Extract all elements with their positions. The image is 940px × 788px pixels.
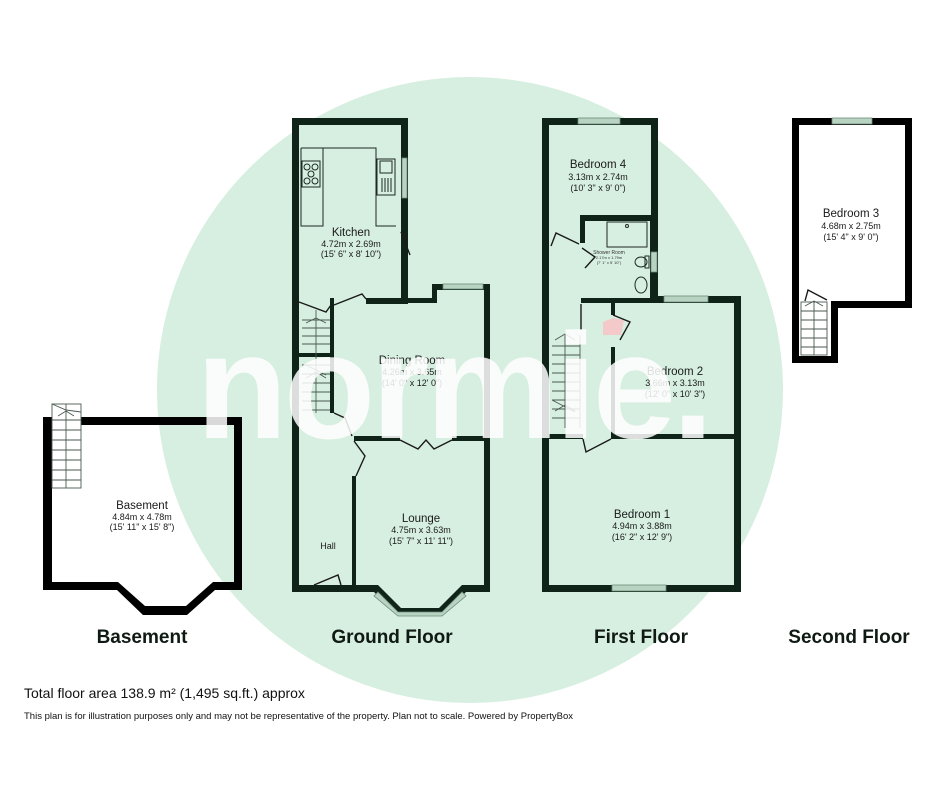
kitchen-window [401, 157, 408, 199]
room-dims-shower-room-imperial: (7' 1" x 5' 10") [597, 260, 622, 265]
ground-floor-doors [298, 231, 453, 586]
highlight-marker [603, 318, 624, 335]
room-dims-bedroom-1-metric: 4.94m x 3.88m [612, 521, 672, 531]
room-dims-bedroom-4-imperial: (10' 3" x 9' 0") [570, 183, 625, 193]
second-floor-plan: Bedroom 3 4.68m x 2.75m (15' 4" x 9' 0") [792, 117, 912, 363]
ground-floor-stairs [302, 310, 330, 413]
room-dims-shower-room-metric: 2.17m x 1.79m [596, 255, 623, 260]
room-dims-bedroom-3-imperial: (15' 4" x 9' 0") [823, 232, 878, 242]
total-floor-area: Total floor area 138.9 m² (1,495 sq.ft.)… [24, 685, 305, 701]
basement-stairs [51, 403, 82, 489]
bedroom3-window [831, 117, 873, 125]
room-name-hall: Hall [320, 541, 336, 551]
room-dims-lounge-metric: 4.75m x 3.63m [391, 525, 451, 535]
room-name-lounge: Lounge [402, 513, 440, 525]
room-dims-lounge-imperial: (15' 7" x 11' 11") [389, 536, 453, 546]
room-dims-basement-metric: 4.84m x 4.78m [112, 512, 172, 522]
basement-plan: Basement 4.84m x 4.78m (15' 11" x 15' 8"… [43, 403, 242, 615]
room-name-bedroom-3: Bedroom 3 [823, 208, 879, 220]
bedroom2-window [663, 295, 709, 303]
dining-window [442, 283, 484, 290]
floor-label-first-floor: First Floor [594, 627, 689, 648]
room-name-basement: Basement [116, 500, 169, 512]
room-dims-bedroom-4-metric: 3.13m x 2.74m [568, 172, 628, 182]
ground-floor-interior [299, 125, 484, 608]
room-name-shower-room: Shower Room [593, 250, 625, 256]
first-floor-interior [549, 125, 734, 585]
kitchen-units [300, 147, 396, 227]
lounge-bay-window [373, 591, 467, 617]
room-dims-bedroom-2-imperial: (12' 0" x 10' 3") [645, 389, 705, 399]
room-name-bedroom-2: Bedroom 2 [647, 366, 703, 378]
shower-room-fixtures [606, 221, 650, 294]
ground-floor-plan: Kitchen 4.72m x 2.69m (15' 6" x 8' 10") … [292, 118, 490, 617]
room-dims-dining-room-imperial: (14' 0" x 12' 0") [382, 378, 442, 388]
second-floor-interior [799, 125, 905, 356]
floor-label-second-floor: Second Floor [788, 627, 910, 648]
room-name-bedroom-1: Bedroom 1 [614, 509, 670, 521]
watermark-text: normie. [196, 302, 710, 470]
shower-window [650, 251, 658, 273]
floor-label-ground-floor: Ground Floor [331, 627, 453, 648]
first-floor-doors [550, 232, 631, 454]
room-dims-bedroom-2-metric: 3.66m x 3.13m [645, 378, 705, 388]
room-dims-bedroom-3-metric: 4.68m x 2.75m [821, 221, 881, 231]
room-dims-kitchen-imperial: (15' 6" x 8' 10") [321, 249, 381, 259]
bedroom4-window [577, 117, 621, 125]
first-floor-plan: Bedroom 4 3.13m x 2.74m (10' 3" x 9' 0")… [542, 117, 741, 592]
room-name-bedroom-4: Bedroom 4 [570, 159, 627, 171]
room-name-dining-room: Dining Room [379, 355, 445, 367]
first-floor-stairs [551, 333, 581, 428]
room-dims-basement-imperial: (15' 11" x 15' 8") [110, 522, 175, 532]
room-name-kitchen: Kitchen [332, 227, 370, 239]
second-floor-stairs [800, 300, 828, 356]
disclaimer: This plan is for illustration purposes o… [24, 711, 573, 722]
bedroom1-window [611, 584, 667, 592]
bedroom3-door [804, 288, 828, 302]
room-dims-dining-room-metric: 4.26m x 3.65m [382, 367, 442, 377]
room-dims-kitchen-metric: 4.72m x 2.69m [321, 239, 381, 249]
floor-label-basement: Basement [97, 627, 188, 648]
room-dims-bedroom-1-imperial: (16' 2" x 12' 9") [612, 532, 672, 542]
